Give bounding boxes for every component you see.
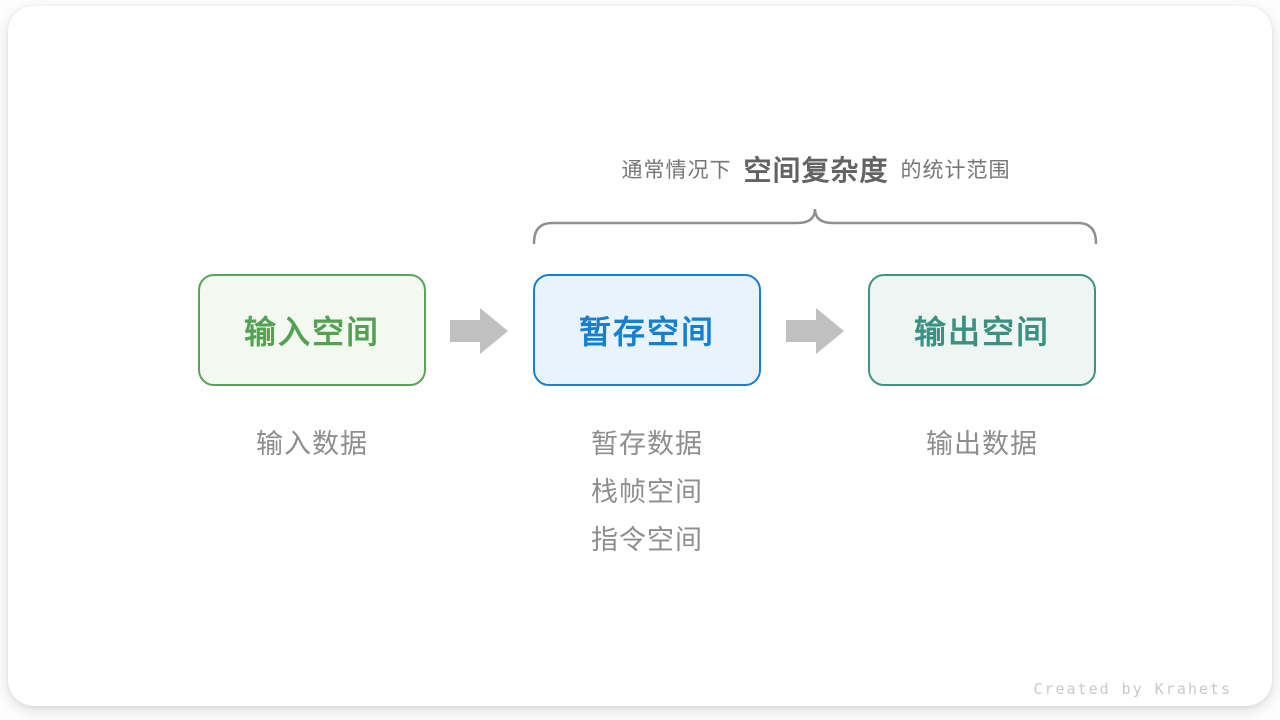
brace-icon xyxy=(532,208,1098,246)
arrow-right-icon xyxy=(450,307,510,355)
output-space-notes: 输出数据 xyxy=(868,420,1096,468)
output-space-label: 输出空间 xyxy=(913,314,1050,350)
caption-prefix: 通常情况下 xyxy=(621,159,732,182)
input-space-box: 输入空间 xyxy=(198,274,426,386)
output-space-box: 输出空间 xyxy=(868,274,1096,386)
arrow-right-icon xyxy=(786,307,846,355)
note-line: 输入数据 xyxy=(256,429,368,459)
caption-suffix: 的统计范围 xyxy=(900,159,1011,182)
caption-highlight: 空间复杂度 xyxy=(743,155,889,186)
diagram-card: 通常情况下 空间复杂度 的统计范围 输入空间 暂存空间 输出空间 输入数据 暂存… xyxy=(8,6,1272,706)
brace-path xyxy=(532,208,1098,245)
credit-text: Created by Krahets xyxy=(1033,680,1232,698)
buffer-space-box: 暂存空间 xyxy=(533,274,761,386)
buffer-space-notes: 暂存数据 栈帧空间 指令空间 xyxy=(533,420,761,564)
buffer-space-label: 暂存空间 xyxy=(578,314,715,350)
caption: 通常情况下 空间复杂度 的统计范围 xyxy=(533,146,1099,192)
input-space-label: 输入空间 xyxy=(243,314,380,350)
input-space-notes: 输入数据 xyxy=(198,420,426,468)
note-line: 输出数据 xyxy=(926,429,1038,459)
note-line: 栈帧空间 xyxy=(591,477,703,507)
note-line: 指令空间 xyxy=(591,525,703,555)
note-line: 暂存数据 xyxy=(591,429,703,459)
